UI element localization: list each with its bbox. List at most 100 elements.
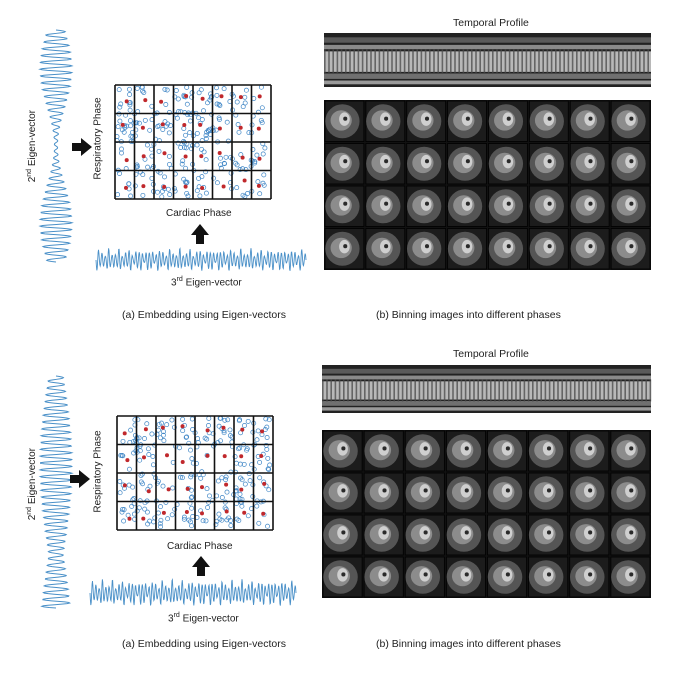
scatter-point (239, 477, 245, 483)
bin-centroid (127, 516, 132, 521)
bin-centroid (257, 156, 262, 161)
scatter-point (206, 415, 212, 421)
mri-frame (404, 430, 445, 472)
scatter-point (195, 436, 201, 442)
mri-ventricle (588, 201, 593, 206)
mri-frame (610, 514, 651, 556)
scatter-point (219, 475, 225, 481)
scatter-point (131, 496, 137, 501)
scatter-point (234, 516, 240, 522)
scatter-point (257, 475, 263, 481)
scatter-point (257, 191, 263, 197)
bin-centroid (141, 516, 146, 521)
profile-stripe (469, 379, 471, 402)
scatter-point (171, 424, 177, 430)
profile-stripe (485, 379, 488, 402)
scatter-point (188, 495, 194, 501)
scatter-point (245, 513, 251, 519)
scatter-point (169, 512, 175, 518)
scatter-point (264, 424, 270, 430)
scatter-point (221, 86, 227, 92)
mri-frame (406, 100, 447, 142)
profile-stripe (611, 379, 614, 402)
profile-stripe (481, 379, 484, 402)
bin-centroid (160, 425, 165, 430)
scatter-point (255, 179, 261, 185)
profile-stripe (366, 49, 368, 75)
profile-stripe (500, 49, 502, 75)
scatter-point (117, 118, 123, 124)
scatter-point (207, 493, 212, 499)
profile-stripe (649, 379, 652, 402)
scatter-point (147, 483, 153, 489)
scatter-point (119, 127, 125, 133)
scatter-point (167, 192, 173, 197)
profile-stripe (511, 379, 513, 402)
profile-stripe (326, 379, 328, 402)
bin-centroid (256, 183, 261, 188)
profile-band (324, 44, 651, 50)
profile-stripe (462, 49, 465, 75)
mri-ventricle (465, 116, 470, 121)
scatter-point (235, 122, 241, 127)
profile-stripe (479, 49, 481, 75)
mri-ventricle (547, 201, 552, 206)
mri-frame (447, 228, 487, 270)
scatter-point (126, 86, 132, 92)
profile-stripe (322, 379, 324, 402)
scatter-point (120, 506, 125, 512)
profile-stripe (399, 49, 402, 75)
scatter-point (199, 469, 205, 475)
profile-stripe (458, 49, 460, 75)
profile-band (324, 37, 651, 43)
profile-stripe (351, 379, 353, 402)
scatter-point (216, 101, 222, 107)
bin-centroid (239, 487, 244, 492)
mri-frame (610, 472, 651, 514)
profile-stripe (380, 379, 383, 402)
scatter-point (158, 524, 164, 530)
scatter-point (145, 446, 151, 452)
scatter-point (127, 92, 133, 97)
scatter-point (211, 175, 216, 181)
scatter-point (160, 127, 166, 132)
caption-embedding: (a) Embedding using Eigen-vectors (122, 309, 287, 321)
profile-stripe (439, 379, 442, 402)
mri-ventricle (341, 488, 346, 493)
scatter-point (184, 190, 190, 196)
scatter-point (222, 417, 228, 423)
scatter-point (161, 438, 167, 444)
scatter-point (120, 438, 126, 444)
scatter-point (259, 120, 265, 126)
mri-ventricle (423, 446, 428, 451)
profile-stripe (555, 49, 557, 75)
scatter-point (164, 422, 170, 428)
scatter-point (199, 146, 205, 152)
eigenvector-2-signal (38, 29, 74, 263)
bin-centroid (183, 184, 188, 189)
scatter-point (233, 160, 239, 166)
bin-centroid (261, 511, 266, 516)
scatter-point (223, 154, 229, 160)
mri-ventricle (343, 159, 348, 164)
mri-ventricle (465, 159, 470, 164)
mri-frame (528, 514, 569, 556)
mri-frame (569, 100, 610, 142)
mri-ventricle (384, 201, 389, 206)
mri-frame (610, 228, 651, 270)
mri-ventricle (384, 159, 389, 164)
scatter-point (177, 445, 182, 451)
mri-frame (487, 514, 528, 556)
mri-frame (365, 100, 406, 142)
bin-centroid (124, 158, 129, 163)
eigenvector-2-label: 2nd Eigen-vector (25, 110, 39, 183)
scatter-point (237, 417, 243, 423)
mri-image-grid (324, 100, 651, 270)
bin-centroid (143, 98, 148, 103)
mri-ventricle (382, 446, 387, 451)
bin-centroid (143, 427, 148, 432)
profile-stripe (519, 379, 521, 402)
profile-stripe (450, 49, 452, 75)
profile-stripe (368, 379, 370, 402)
mri-ventricle (343, 244, 348, 249)
